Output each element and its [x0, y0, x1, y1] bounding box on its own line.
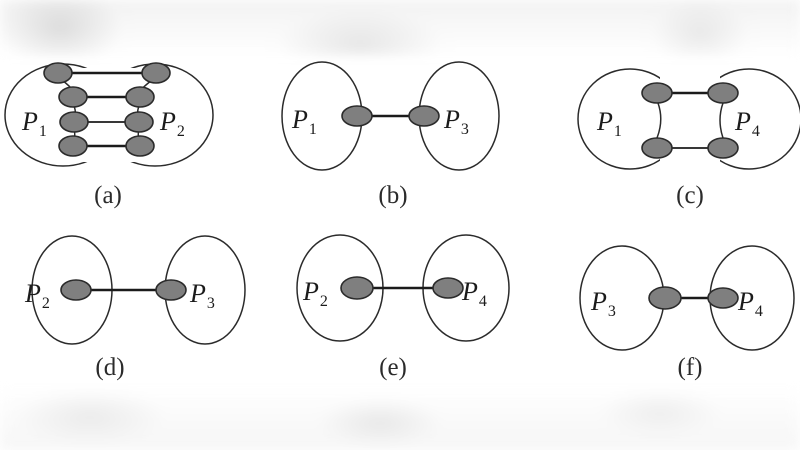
panel-c-right-label: P4: [734, 107, 760, 140]
panel-d-left-node-1: [60, 279, 92, 301]
panel-f-right-label: P4: [737, 287, 763, 320]
panel-c-left-boundary-arc: [656, 102, 662, 139]
panel-b-caption: (b): [378, 182, 407, 209]
panel-e: P2 P4 (e): [296, 234, 510, 381]
panel-b-right-node-1: [408, 105, 440, 127]
panel-d-right-node-1: [155, 279, 187, 301]
panel-b-left-node-1: [341, 105, 373, 127]
panel-c-right-node-2: [707, 137, 739, 159]
panel-c-left-label: P1: [596, 107, 622, 140]
panel-b: P1 P3 (b): [281, 61, 500, 209]
panel-a-right-node-1: [141, 62, 171, 84]
panel-a-left-node-4: [58, 135, 88, 157]
panel-d-right-label: P3: [189, 279, 215, 312]
panel-e-right-node-1: [432, 277, 464, 299]
panel-e-right-label: P4: [461, 277, 487, 310]
panel-d-caption: (d): [95, 354, 124, 381]
panel-a-left-node-2: [58, 86, 88, 108]
panel-f-right-node-1: [707, 287, 739, 309]
panel-a-caption: (a): [94, 182, 122, 209]
panel-a: P1 P2 (a): [4, 62, 214, 209]
panel-a-right-node-2: [125, 86, 155, 108]
panel-c-left-node-1: [641, 82, 673, 104]
panel-c-right-node-1: [707, 82, 739, 104]
panel-c-right-boundary-arc: [719, 102, 724, 139]
panel-b-right-label: P3: [443, 105, 469, 138]
panel-a-right-node-4: [125, 135, 155, 157]
panel-f: P3 P4 (f): [579, 245, 795, 381]
panel-a-left-node-1: [43, 62, 73, 84]
panel-d-left-label: P2: [24, 279, 50, 312]
panel-c-left-node-2: [641, 137, 673, 159]
panel-a-right-label: P2: [159, 107, 185, 140]
panel-e-left-label: P2: [302, 277, 328, 310]
panel-d: P2 P3 (d): [24, 235, 246, 381]
panel-a-left-node-3: [59, 111, 89, 133]
panel-a-right-node-3: [124, 111, 154, 133]
panel-a-left-label: P1: [21, 107, 47, 140]
panel-e-caption: (e): [379, 354, 407, 381]
panel-b-left-label: P1: [291, 105, 317, 138]
panel-f-left-label: P3: [590, 287, 616, 320]
panel-f-left-node-1: [648, 286, 682, 310]
panel-c-caption: (c): [676, 182, 704, 209]
panel-e-left-node-1: [340, 276, 374, 300]
panel-f-caption: (f): [678, 354, 703, 381]
panel-c: P1 P4 (c): [577, 68, 800, 209]
